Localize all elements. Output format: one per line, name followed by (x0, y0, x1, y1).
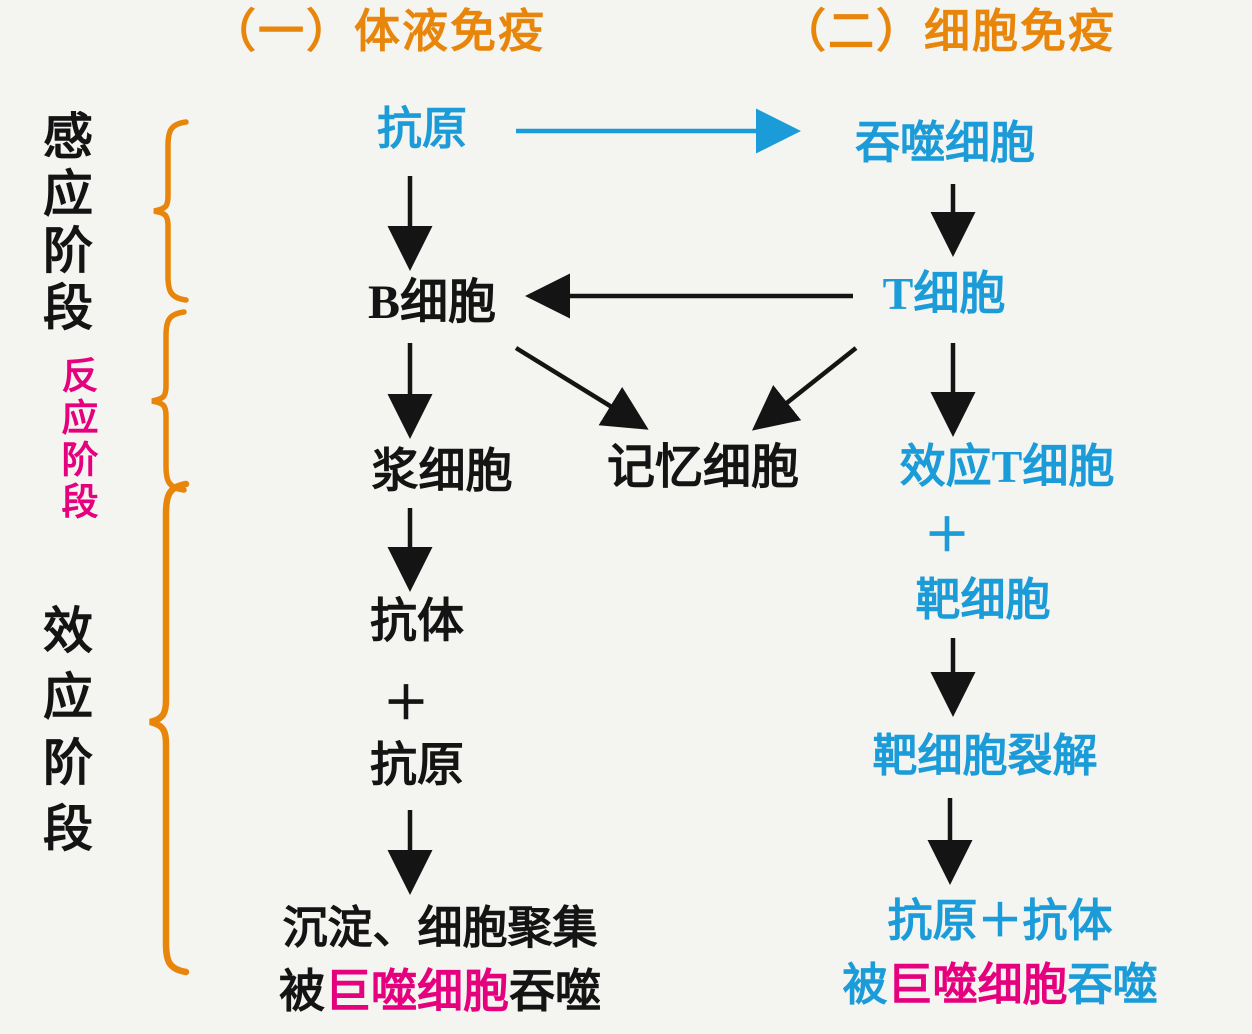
humoral-immunity-title: （一）体液免疫 (210, 6, 546, 57)
cellular-outcome-line2: 被巨噬细胞吞噬 (842, 960, 1158, 1010)
stage-label-reaction: 反应阶段 (55, 356, 96, 524)
plus-sign-cellular: ＋ (924, 510, 970, 561)
macrophage-highlight-humoral: 巨噬细胞 (325, 966, 509, 1017)
cellular-immunity-title: （二）细胞免疫 (780, 6, 1116, 57)
node-t-cell: T细胞 (882, 268, 1006, 319)
node-phagocyte: 吞噬细胞 (854, 118, 1036, 168)
arrow-bcell-to-memory (514, 346, 649, 430)
stage-label-induction: 感应阶段 (36, 110, 92, 338)
node-memory-cell: 记忆细胞 (606, 441, 800, 494)
humoral-outcome-line2: 被巨噬细胞吞噬 (279, 966, 601, 1017)
arrow-tcell-to-memory (751, 346, 858, 431)
node-effector-t-cell: 效应T细胞 (899, 441, 1115, 492)
node-target-cell: 靶细胞 (915, 575, 1051, 625)
plus-sign-humoral: ＋ (383, 678, 429, 729)
humoral-outcome-line1: 沉淀、细胞聚集 (282, 903, 598, 953)
humoral-outcome-suffix: 吞噬 (509, 966, 601, 1017)
stage-label-effector: 效应阶段 (36, 604, 92, 868)
node-antibody: 抗体 (370, 596, 464, 648)
cellular-outcome-line1: 抗原＋抗体 (887, 896, 1113, 946)
humoral-outcome-prefix: 被 (279, 966, 325, 1017)
stage-braces (149, 119, 190, 976)
node-b-cell: B细胞 (367, 276, 497, 329)
macrophage-highlight-cellular: 巨噬细胞 (887, 960, 1068, 1010)
node-target-cell-lysis: 靶细胞裂解 (872, 731, 1098, 781)
brace-reaction (151, 309, 187, 493)
cellular-outcome-suffix: 吞噬 (1067, 960, 1158, 1010)
brace-induction (153, 119, 189, 303)
node-antigen-mid: 抗原 (370, 740, 464, 792)
brace-effector (149, 480, 190, 976)
node-plasma-cell: 浆细胞 (371, 446, 513, 498)
cellular-outcome-prefix: 被 (842, 960, 888, 1010)
node-antigen-top: 抗原 (376, 104, 468, 154)
